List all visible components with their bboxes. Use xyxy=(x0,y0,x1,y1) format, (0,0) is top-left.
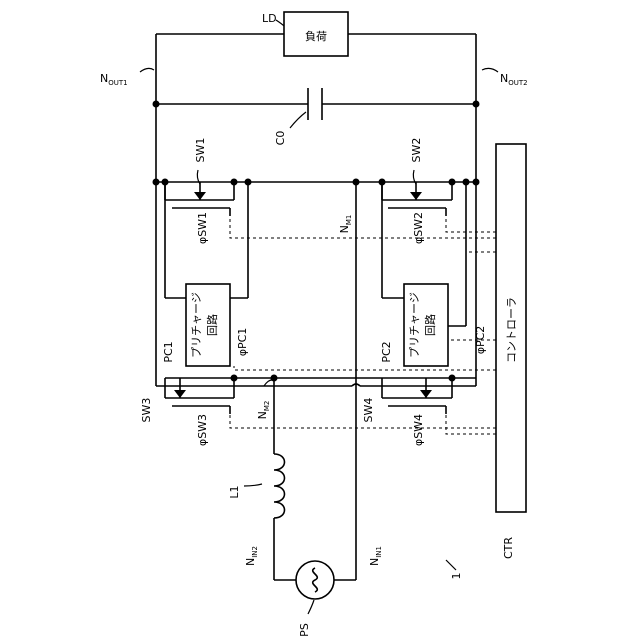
phi-sw1-label: φSW1 xyxy=(196,212,209,244)
figure-number-arrow xyxy=(446,560,456,570)
phi-sw2-label: φSW2 xyxy=(412,212,425,244)
n-out2-leader xyxy=(482,68,498,72)
n-m2-leader xyxy=(264,380,272,386)
sw3-transistor xyxy=(165,378,234,414)
n-in2-label: NIN2 xyxy=(244,546,259,566)
c0-leader xyxy=(290,112,306,128)
ctrl-line-pc1 xyxy=(234,366,496,370)
ac-wave-icon xyxy=(313,568,318,592)
ps-label: PS xyxy=(298,623,311,637)
phi-sw3-label: φSW3 xyxy=(196,414,209,446)
sw2-label: SW2 xyxy=(410,138,423,163)
pc1-label: PC1 xyxy=(162,341,175,362)
pc2-text-line1: プリチャージ xyxy=(408,292,421,358)
ctrl-line-sw1 xyxy=(230,216,496,238)
n-out2-label: NOUT2 xyxy=(500,72,528,87)
l1-label: L1 xyxy=(228,485,241,498)
l1-leader xyxy=(244,484,262,486)
n-m2-label: NM2 xyxy=(256,401,271,420)
sw4-label: SW4 xyxy=(362,398,375,423)
controller-label: コントローラ xyxy=(505,297,518,363)
phi-pc1-label: φPC1 xyxy=(236,328,249,357)
phi-sw4-label: φSW4 xyxy=(412,414,425,446)
junction-c0-right xyxy=(473,101,480,108)
n-out1-leader xyxy=(140,68,154,72)
sw4-transistor xyxy=(382,378,452,414)
pc2-text-line2: 回路 xyxy=(424,314,437,336)
ctrl-line-sw2 xyxy=(446,216,496,232)
junction-upper-1 xyxy=(153,179,160,186)
ctr-label: CTR xyxy=(502,537,515,559)
ld-label: LD xyxy=(262,12,277,25)
ps-leader xyxy=(308,600,314,614)
n-m1-label: NM1 xyxy=(338,215,353,234)
ld-leader xyxy=(276,20,284,26)
n-in1-label: NIN1 xyxy=(368,546,383,566)
sw1-transistor xyxy=(165,182,234,216)
c0-label: C0 xyxy=(274,131,287,146)
pc1-text-line1: プリチャージ xyxy=(190,292,203,358)
inductor-l1 xyxy=(274,454,285,518)
figure-number: 1 xyxy=(450,573,463,580)
ctrl-line-sw4 xyxy=(446,414,496,434)
sw3-label: SW3 xyxy=(140,398,153,423)
ctrl-line-sw2a xyxy=(466,210,496,252)
pc2-label: PC2 xyxy=(380,341,393,362)
junction-c0-left xyxy=(153,101,160,108)
pc1-text-line2: 回路 xyxy=(206,314,219,336)
sw1-label: SW1 xyxy=(194,138,207,163)
sw2-transistor xyxy=(382,182,452,216)
n-out1-label: NOUT1 xyxy=(100,72,128,87)
load-label: 負荷 xyxy=(305,30,327,43)
junction-upper-9 xyxy=(473,179,480,186)
